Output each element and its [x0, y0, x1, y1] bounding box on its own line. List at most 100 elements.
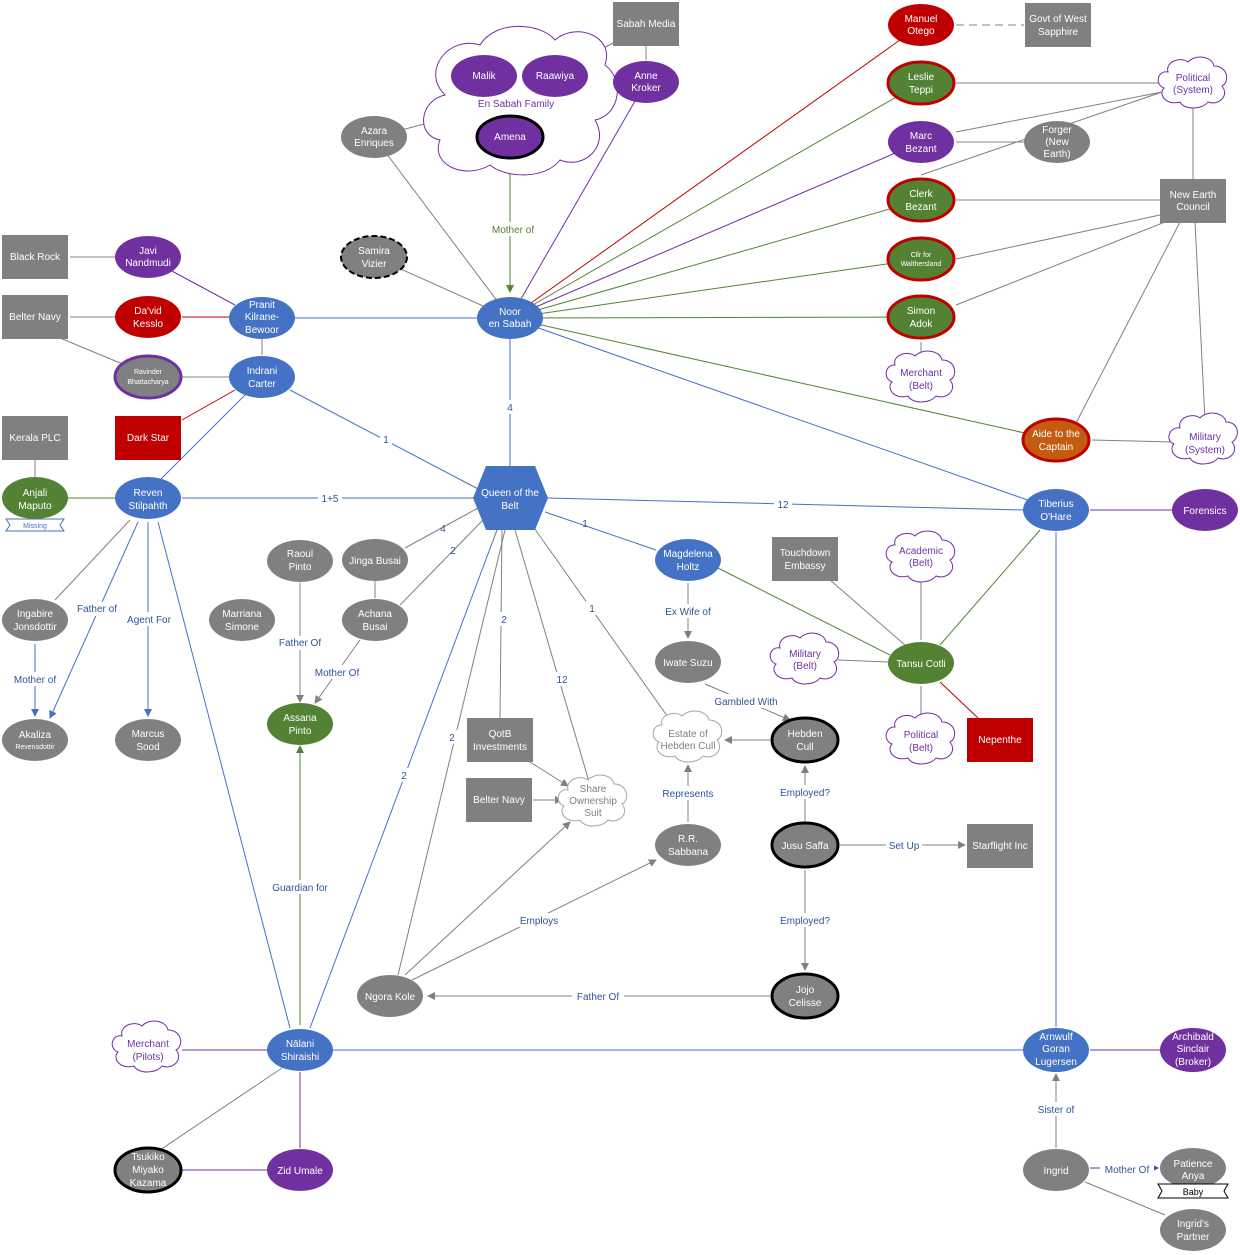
- node-share-ownership-suit[interactable]: Share Ownership Suit: [557, 774, 628, 827]
- node-marriana-l2: Simone: [225, 622, 259, 633]
- node-pranit-l3: Bewoor: [245, 325, 280, 336]
- node-jinga-busai[interactable]: [342, 539, 408, 581]
- node-kerala-plc[interactable]: [2, 416, 68, 460]
- node-simon-l2: Adok: [910, 319, 934, 330]
- node-political-belt[interactable]: Political (Belt): [885, 712, 956, 765]
- node-reven-stilpahth[interactable]: [115, 477, 181, 519]
- node-jojo-celisse[interactable]: [770, 972, 840, 1020]
- node-qotb-investments[interactable]: [467, 718, 533, 762]
- node-azara-enriques[interactable]: [341, 116, 407, 158]
- node-amena[interactable]: [475, 114, 545, 160]
- node-zid-umale[interactable]: [267, 1149, 333, 1191]
- node-queen-l2: Belt: [501, 501, 518, 512]
- node-military-system[interactable]: Military (System): [1168, 412, 1238, 465]
- node-ingabire[interactable]: [2, 599, 68, 641]
- node-arnwulf-goran-lugersen[interactable]: [1023, 1028, 1089, 1072]
- node-jusu-saffa[interactable]: [770, 821, 840, 869]
- node-black-rock[interactable]: [2, 235, 68, 279]
- node-ingrid[interactable]: [1023, 1149, 1089, 1191]
- node-achana-busai[interactable]: [342, 599, 408, 641]
- edge-indrani-reven: [159, 394, 246, 481]
- node-belter-navy[interactable]: [2, 295, 68, 339]
- node-anjali-maputo[interactable]: [2, 477, 68, 519]
- node-political-belt-l2: (Belt): [909, 743, 933, 754]
- node-queen-l1: Queen of the: [481, 488, 539, 499]
- node-ravinder[interactable]: [113, 354, 183, 400]
- node-cllr-walthersland[interactable]: [886, 236, 956, 282]
- node-forensics[interactable]: [1172, 489, 1238, 531]
- node-akaliza-l1: Akaliza: [19, 730, 52, 741]
- node-govt-l1: Govt of West: [1029, 14, 1087, 25]
- node-aide-captain[interactable]: [1021, 417, 1091, 463]
- node-clerk-l2: Bezant: [905, 202, 936, 213]
- edge-label-father-of-ngora: Father Of: [577, 992, 619, 1003]
- node-academic-belt[interactable]: Academic (Belt): [885, 530, 956, 583]
- node-forger[interactable]: [1024, 121, 1090, 163]
- node-queen-of-the-belt[interactable]: [473, 466, 548, 530]
- node-sabah-media[interactable]: [613, 2, 679, 46]
- node-nepenthe[interactable]: [967, 718, 1033, 762]
- node-marc-bezant[interactable]: [888, 121, 954, 163]
- node-akaliza[interactable]: [2, 719, 68, 761]
- node-merchant-pilots[interactable]: Merchant (Pilots): [111, 1020, 182, 1073]
- node-rr-sabbana[interactable]: [655, 824, 721, 866]
- node-patience-anya[interactable]: [1160, 1148, 1226, 1188]
- node-marcus-sood[interactable]: [115, 719, 181, 761]
- node-javi-nandmudi[interactable]: [115, 236, 181, 278]
- node-samira-vizier[interactable]: [340, 235, 408, 279]
- edge-label-queen-nalani: 2: [401, 771, 407, 782]
- node-dark-star[interactable]: [115, 416, 181, 460]
- node-iwate-suzu[interactable]: [655, 641, 721, 683]
- node-simon-l1: Simon: [907, 306, 935, 317]
- node-tiberius-ohare[interactable]: [1023, 489, 1089, 531]
- node-merchant-belt[interactable]: Merchant (Belt): [885, 350, 956, 403]
- node-javi-l1: Javi: [139, 246, 157, 257]
- node-assana-pinto[interactable]: [267, 703, 333, 745]
- node-tansu-cotli[interactable]: [888, 642, 954, 684]
- node-ngora-kole[interactable]: [357, 975, 423, 1017]
- node-ravinder-l2: Bhattacharya: [127, 379, 168, 386]
- node-leslie-teppi[interactable]: [886, 60, 956, 106]
- node-noor-en-sabah[interactable]: [477, 297, 543, 339]
- node-hebden-cull[interactable]: [770, 716, 840, 764]
- node-simon-adok[interactable]: [886, 294, 956, 340]
- node-raawiya[interactable]: [522, 55, 588, 97]
- node-ingrids-partner[interactable]: [1160, 1209, 1226, 1251]
- node-political-system-l1: Political: [1176, 73, 1210, 84]
- node-estate-l1: Estate of: [668, 729, 708, 740]
- node-govt-west-sapphire[interactable]: [1025, 3, 1091, 47]
- node-jojo-l2: Celisse: [789, 998, 822, 1009]
- node-marriana-simone[interactable]: [209, 599, 275, 641]
- edge-label-father-of-assana: Father Of: [279, 638, 321, 649]
- node-malik[interactable]: [451, 55, 517, 97]
- edge-noor-cllr: [509, 258, 922, 319]
- node-touchdown-embassy[interactable]: [772, 537, 838, 581]
- node-david-kesslo[interactable]: [115, 296, 181, 338]
- node-political-system[interactable]: Political (System): [1157, 56, 1228, 109]
- node-pranit-l2: Kilrane-: [245, 312, 279, 323]
- en-sabah-family-label: En Sabah Family: [478, 99, 554, 110]
- node-tsukiko[interactable]: [113, 1146, 183, 1194]
- node-anne-kroker[interactable]: [613, 61, 679, 103]
- node-manuel-otego[interactable]: [888, 4, 954, 46]
- node-raawiya-label: Raawiya: [536, 71, 575, 82]
- node-military-belt[interactable]: Military (Belt): [769, 632, 840, 685]
- node-starflight-inc[interactable]: [967, 824, 1033, 868]
- node-nalani-shiraishi[interactable]: [267, 1029, 333, 1071]
- node-zid-label: Zid Umale: [277, 1166, 323, 1177]
- node-archibald-sinclair[interactable]: [1160, 1028, 1226, 1072]
- node-raoul-pinto[interactable]: [267, 540, 333, 582]
- node-clerk-bezant[interactable]: [886, 177, 956, 223]
- node-ravinder-l1: Ravinder: [134, 369, 163, 376]
- node-iwate-label: Iwate Suzu: [663, 658, 712, 669]
- node-magdelena-holtz[interactable]: [655, 539, 721, 581]
- node-estate-hebden-cull[interactable]: Estate of Hebden Cull: [652, 710, 723, 763]
- edge-simon-council: [955, 221, 1166, 306]
- edge-noor-aide: [509, 317, 1057, 441]
- node-new-earth-council[interactable]: [1160, 179, 1226, 223]
- node-indrani-carter[interactable]: [229, 356, 295, 398]
- node-belter-navy-2[interactable]: [466, 778, 532, 822]
- node-pranit[interactable]: [229, 297, 295, 339]
- edge-noor-manuel: [509, 24, 922, 319]
